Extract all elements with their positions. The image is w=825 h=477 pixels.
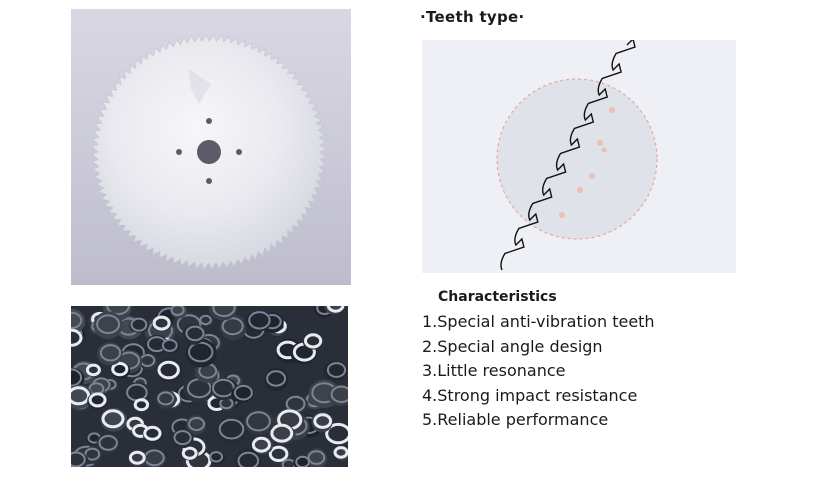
characteristic-item: 1.Special anti-vibration teeth: [422, 312, 655, 331]
steel-ring: [100, 407, 128, 432]
magnifier-circle: [496, 78, 658, 240]
steel-ring: [219, 314, 247, 341]
steel-ring: [244, 311, 272, 332]
steel-ring: [306, 448, 328, 467]
steel-ring: [170, 306, 188, 319]
saw-blade-image: [71, 9, 351, 285]
steel-ring: [209, 451, 226, 465]
steel-ring: [142, 425, 163, 443]
steel-ring: [323, 360, 347, 382]
steel-ring: [156, 389, 177, 409]
steel-ring: [209, 306, 238, 321]
pin-hole-left: [176, 149, 182, 155]
steel-ring: [93, 311, 123, 339]
steel-ring: [161, 338, 180, 354]
steel-ring: [293, 455, 311, 467]
steel-ring: [186, 415, 206, 435]
steel-ring: [71, 384, 93, 409]
steel-ring: [181, 446, 199, 461]
steel-ring: [172, 429, 194, 449]
characteristic-item: 3.Little resonance: [422, 361, 566, 380]
steel-ring: [84, 446, 103, 464]
steel-ring: [129, 317, 149, 333]
steel-ring: [269, 423, 296, 444]
steel-ring: [96, 433, 120, 455]
tooth-profile-line: [500, 40, 636, 271]
pin-hole-right: [236, 149, 242, 155]
steel-ring: [71, 367, 85, 390]
steel-ring: [234, 448, 261, 467]
teeth-diagram-image: [422, 40, 736, 273]
dust-marks: [559, 107, 615, 218]
steel-ring: [251, 436, 274, 455]
blade-logo: [189, 69, 211, 104]
saw-blade-graphic: [91, 34, 327, 270]
steel-rings-graphic: [71, 306, 348, 467]
steel-ring: [264, 367, 289, 392]
steel-ring: [152, 315, 173, 332]
teeth-type-title: ·Teeth type·: [420, 8, 525, 26]
steel-ring: [333, 446, 348, 461]
characteristic-item: 5.Reliable performance: [422, 410, 609, 429]
steel-ring: [231, 384, 255, 403]
steel-ring: [311, 411, 333, 433]
steel-ring: [97, 342, 123, 366]
steel-ring: [71, 308, 86, 334]
characteristics-title: Characteristics: [438, 289, 557, 305]
steel-ring: [85, 363, 103, 378]
pin-hole-bottom: [206, 178, 212, 184]
characteristic-item: 2.Special angle design: [422, 336, 603, 356]
arbor-hole: [197, 140, 221, 164]
characteristics-list: 1.Special anti-vibration teeth 2.Special…: [422, 310, 655, 433]
steel-ring: [128, 450, 147, 467]
steel-ring: [185, 338, 217, 368]
steel-ring: [71, 451, 89, 467]
steel-ring: [324, 306, 345, 315]
steel-ring: [156, 358, 183, 384]
steel-ring: [182, 324, 205, 345]
teeth-profile-graphic: [496, 40, 658, 271]
steel-ring: [244, 410, 275, 435]
steel-ring: [302, 333, 324, 350]
steel-ring: [133, 398, 151, 412]
steel-ring: [216, 414, 249, 446]
steel-ring: [199, 314, 215, 327]
pin-hole-top: [206, 118, 212, 124]
steel-ring: [87, 392, 108, 410]
steel-ring: [111, 361, 131, 379]
steel-ring: [71, 328, 85, 349]
characteristic-item: 4.Strong impact resistance: [422, 385, 638, 405]
steel-parts-image: [71, 306, 348, 467]
steel-ring: [327, 384, 348, 406]
